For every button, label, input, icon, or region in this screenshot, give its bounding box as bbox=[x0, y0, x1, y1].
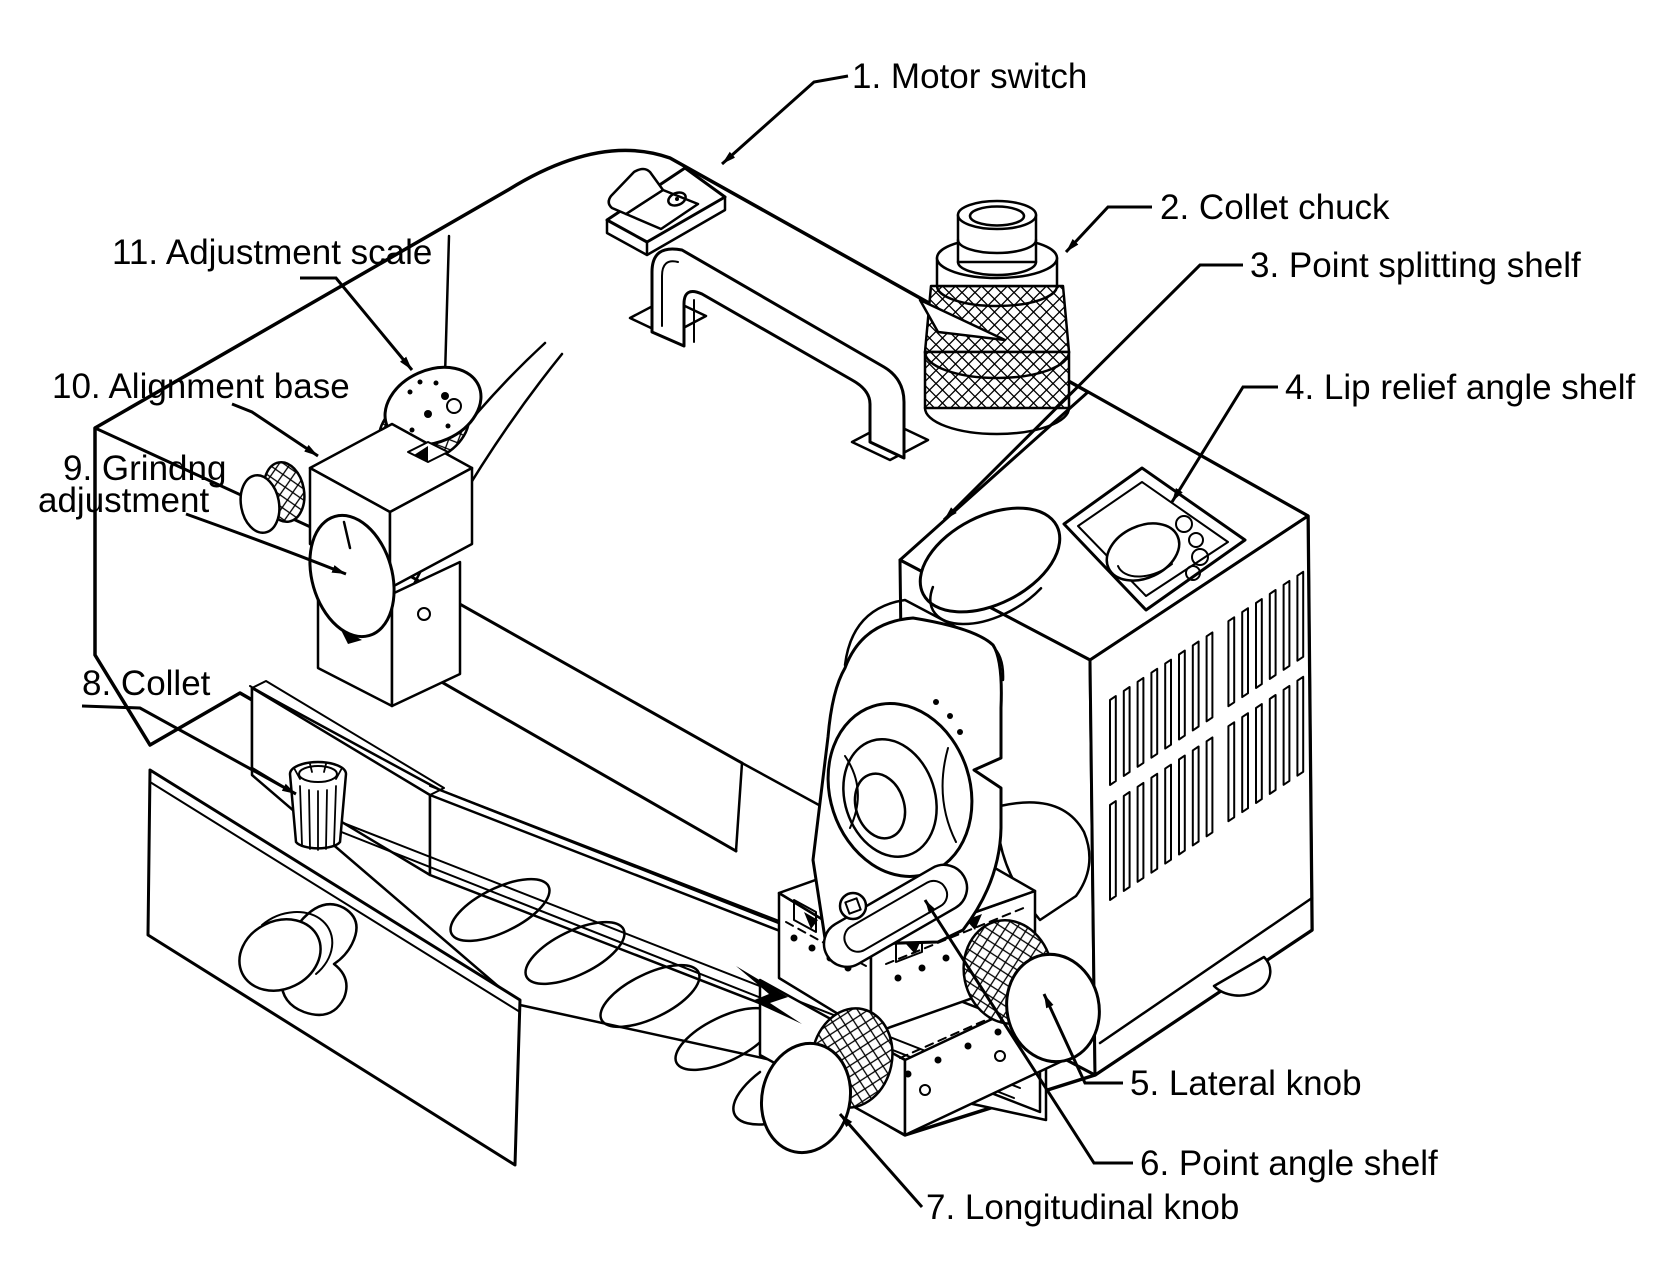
label-collet: 8. Collet bbox=[82, 664, 211, 703]
leader-line-10 bbox=[231, 402, 319, 458]
longitudinal-knob bbox=[759, 1007, 894, 1155]
labels: 1. Motor switch 2. Collet chuck 3. Point… bbox=[38, 57, 1635, 1227]
label-point-angle-shelf: 6. Point angle shelf bbox=[1140, 1144, 1438, 1183]
vent-louvers bbox=[1109, 570, 1305, 901]
leader-line-2 bbox=[1064, 205, 1152, 254]
leader-line-11 bbox=[300, 276, 414, 371]
leader-line-6 bbox=[923, 899, 1133, 1165]
point-angle-shelf bbox=[736, 598, 1101, 1155]
leader-line-7 bbox=[838, 1113, 924, 1208]
collet-chuck bbox=[918, 199, 1071, 436]
slot-boss bbox=[838, 891, 868, 921]
collet-pocket bbox=[449, 877, 551, 943]
label-grinding-line2: adjustment bbox=[38, 481, 209, 520]
label-grinding-line1: 9. Grindng bbox=[63, 449, 226, 488]
leader-line-9 bbox=[185, 512, 347, 576]
label-lip-relief: 4. Lip relief angle shelf bbox=[1285, 368, 1635, 407]
motor-switch bbox=[605, 166, 727, 257]
collet bbox=[288, 760, 348, 851]
lip-relief-angle-shelf bbox=[1062, 466, 1247, 612]
leader-lines bbox=[81, 74, 1278, 1208]
label-alignment-base: 10. Alignment base bbox=[52, 367, 350, 406]
label-point-splitting: 3. Point splitting shelf bbox=[1250, 246, 1581, 285]
leader-line-8 bbox=[81, 704, 297, 796]
lateral-knob bbox=[962, 919, 1101, 1064]
collet-pocket bbox=[524, 920, 626, 986]
drawer-knob bbox=[238, 903, 358, 1017]
leader-line-3 bbox=[942, 263, 1243, 522]
point-splitting-shelf bbox=[918, 506, 1062, 626]
grinding-adjustment bbox=[239, 461, 431, 644]
left-assembly bbox=[239, 365, 483, 708]
swivel-slot-plate bbox=[822, 863, 969, 969]
column-front-right bbox=[390, 560, 462, 708]
label-lateral-knob: 5. Lateral knob bbox=[1130, 1064, 1362, 1103]
label-adjustment-scale: 11. Adjustment scale bbox=[112, 233, 432, 272]
label-collet-chuck: 2. Collet chuck bbox=[1160, 188, 1390, 227]
collet-pocket bbox=[599, 963, 701, 1029]
leader-line-1 bbox=[721, 74, 849, 166]
leader-line-4 bbox=[1170, 385, 1278, 503]
leader-line-5 bbox=[1042, 993, 1123, 1085]
carry-handle bbox=[628, 247, 930, 462]
label-motor-switch: 1. Motor switch bbox=[852, 57, 1087, 96]
swivel-arm bbox=[811, 616, 1003, 947]
label-longitudinal-knob: 7. Longitudinal knob bbox=[926, 1188, 1239, 1227]
